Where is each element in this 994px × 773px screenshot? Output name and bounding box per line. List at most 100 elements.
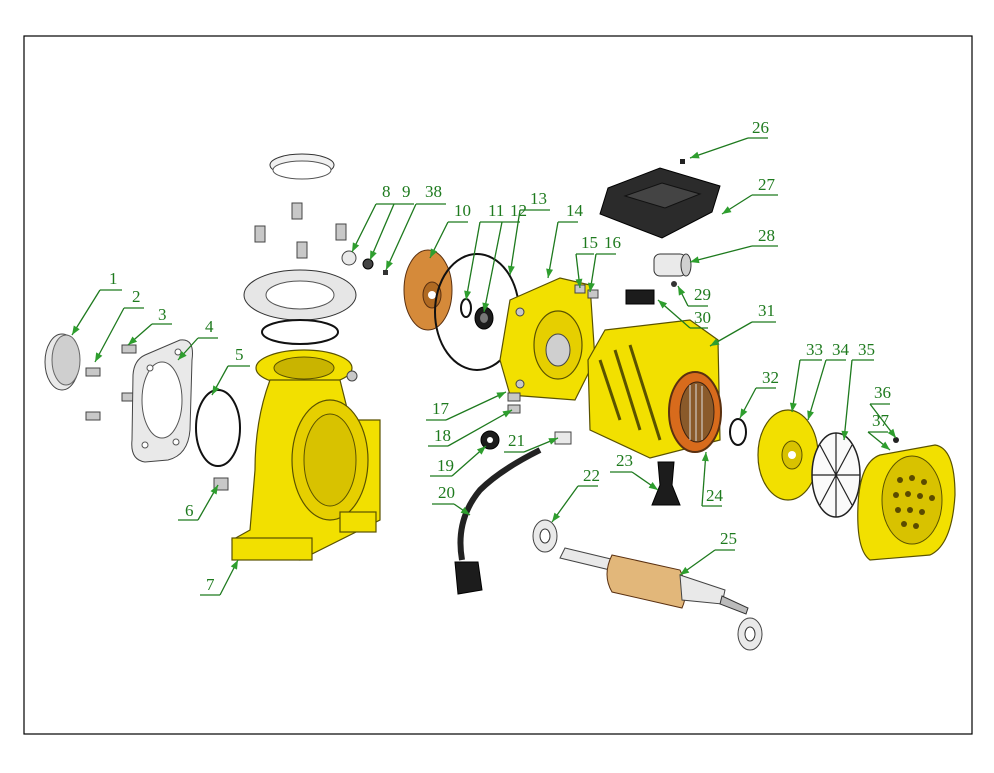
- callout-number: 16: [604, 233, 621, 252]
- part-screw-36: [893, 437, 899, 443]
- callout-38: 38: [385, 182, 446, 271]
- callout-11: 11: [464, 201, 504, 301]
- callout-number: 26: [752, 118, 769, 137]
- callout-leader: [547, 221, 559, 279]
- part-power-cable: [454, 447, 542, 595]
- callout-leader: [447, 409, 513, 447]
- callout-arrowhead: [72, 325, 80, 335]
- part-screw-29: [671, 281, 677, 287]
- callout-arrowhead: [587, 282, 595, 292]
- part-rotor-shaft: [559, 547, 749, 615]
- part-capacitor: [653, 253, 692, 277]
- callout-number: 18: [434, 426, 451, 445]
- part-end-shield: [757, 409, 819, 501]
- callout-number: 31: [758, 301, 775, 320]
- callout-number: 14: [566, 201, 584, 220]
- callout-arrowhead: [230, 560, 238, 570]
- callout-number: 29: [694, 285, 711, 304]
- callout-32: 32: [739, 368, 779, 419]
- callout-number: 6: [185, 501, 194, 520]
- callout-6: 6: [178, 484, 219, 521]
- callout-number: 22: [583, 466, 600, 485]
- callout-number: 25: [720, 529, 737, 548]
- callout-leader: [94, 307, 125, 363]
- callout-number: 3: [158, 305, 167, 324]
- callout-10: 10: [429, 201, 471, 259]
- callout-leader: [385, 203, 417, 271]
- part-screw-26: [680, 159, 685, 164]
- callout-arrowhead: [789, 402, 797, 412]
- part-gasket-ring: [195, 389, 241, 467]
- callout-number: 34: [832, 340, 850, 359]
- callout-arrowhead: [95, 352, 103, 362]
- callout-arrowhead: [710, 338, 720, 346]
- callout-arrowhead: [507, 265, 515, 275]
- callout-arrowhead: [464, 290, 472, 300]
- callout-number: 1: [109, 269, 118, 288]
- callout-leader: [807, 359, 827, 421]
- callout-25: 25: [679, 529, 737, 576]
- callout-number: 12: [510, 201, 527, 220]
- callout-31: 31: [709, 301, 776, 347]
- part-flange-plate: [131, 339, 193, 463]
- callout-5: 5: [211, 345, 250, 396]
- part-bracket-bolts: [507, 392, 521, 414]
- part-terminal-cover: [599, 167, 721, 239]
- callout-number: 36: [874, 383, 891, 402]
- callout-number: 10: [454, 201, 471, 220]
- callout-17: 17: [426, 391, 507, 421]
- part-impeller: [403, 249, 453, 331]
- part-bearing-rear: [737, 617, 763, 651]
- callout-arrowhead: [460, 507, 470, 515]
- part-top-bolts: [254, 202, 347, 259]
- part-top-flange: [243, 269, 357, 345]
- callout-arrowhead: [548, 438, 558, 445]
- part-cap-disc: [44, 333, 81, 391]
- callout-3: 3: [127, 305, 172, 346]
- callout-23: 23: [610, 451, 659, 491]
- callout-4: 4: [177, 317, 218, 361]
- callout-arrowhead: [690, 256, 700, 264]
- part-motor-housing: [587, 319, 722, 459]
- callout-arrowhead: [386, 260, 393, 270]
- callout-12: 12: [482, 201, 527, 313]
- part-pump-body: [231, 349, 381, 561]
- callout-number: 8: [382, 182, 391, 201]
- callout-number: 5: [235, 345, 244, 364]
- callout-number: 11: [488, 201, 504, 220]
- callout-15: 15: [575, 233, 598, 289]
- callout-arrowhead: [212, 385, 220, 395]
- part-nut-washer: [341, 250, 388, 275]
- part-bearing-front: [532, 519, 558, 553]
- callout-8: 8: [351, 182, 394, 253]
- callout-7: 7: [200, 559, 239, 596]
- callout-37: 37: [867, 411, 891, 451]
- callout-arrowhead: [178, 350, 187, 360]
- callout-30: 30: [657, 299, 711, 329]
- callout-27: 27: [721, 175, 778, 215]
- callout-arrowhead: [210, 485, 218, 495]
- callout-arrowhead: [680, 566, 690, 575]
- callout-number: 38: [425, 182, 442, 201]
- callout-arrowhead: [575, 278, 583, 288]
- callout-arrowhead: [476, 446, 486, 455]
- callout-leader: [689, 137, 749, 159]
- callout-number: 27: [758, 175, 776, 194]
- part-terminal-block: [625, 289, 655, 305]
- callout-arrowhead: [128, 336, 138, 345]
- callout-arrowhead: [546, 268, 554, 278]
- callout-33: 33: [789, 340, 823, 413]
- callout-number: 19: [437, 456, 454, 475]
- callout-number: 23: [616, 451, 633, 470]
- part-bolts-left: [85, 344, 137, 421]
- callout-number: 37: [872, 411, 890, 430]
- callout-13: 13: [507, 189, 550, 276]
- part-screw-16: [587, 289, 599, 299]
- callout-leader: [701, 451, 707, 507]
- callout-29: 29: [677, 285, 711, 307]
- callout-14: 14: [546, 201, 584, 279]
- callout-28: 28: [689, 226, 778, 264]
- callout-26: 26: [689, 118, 769, 159]
